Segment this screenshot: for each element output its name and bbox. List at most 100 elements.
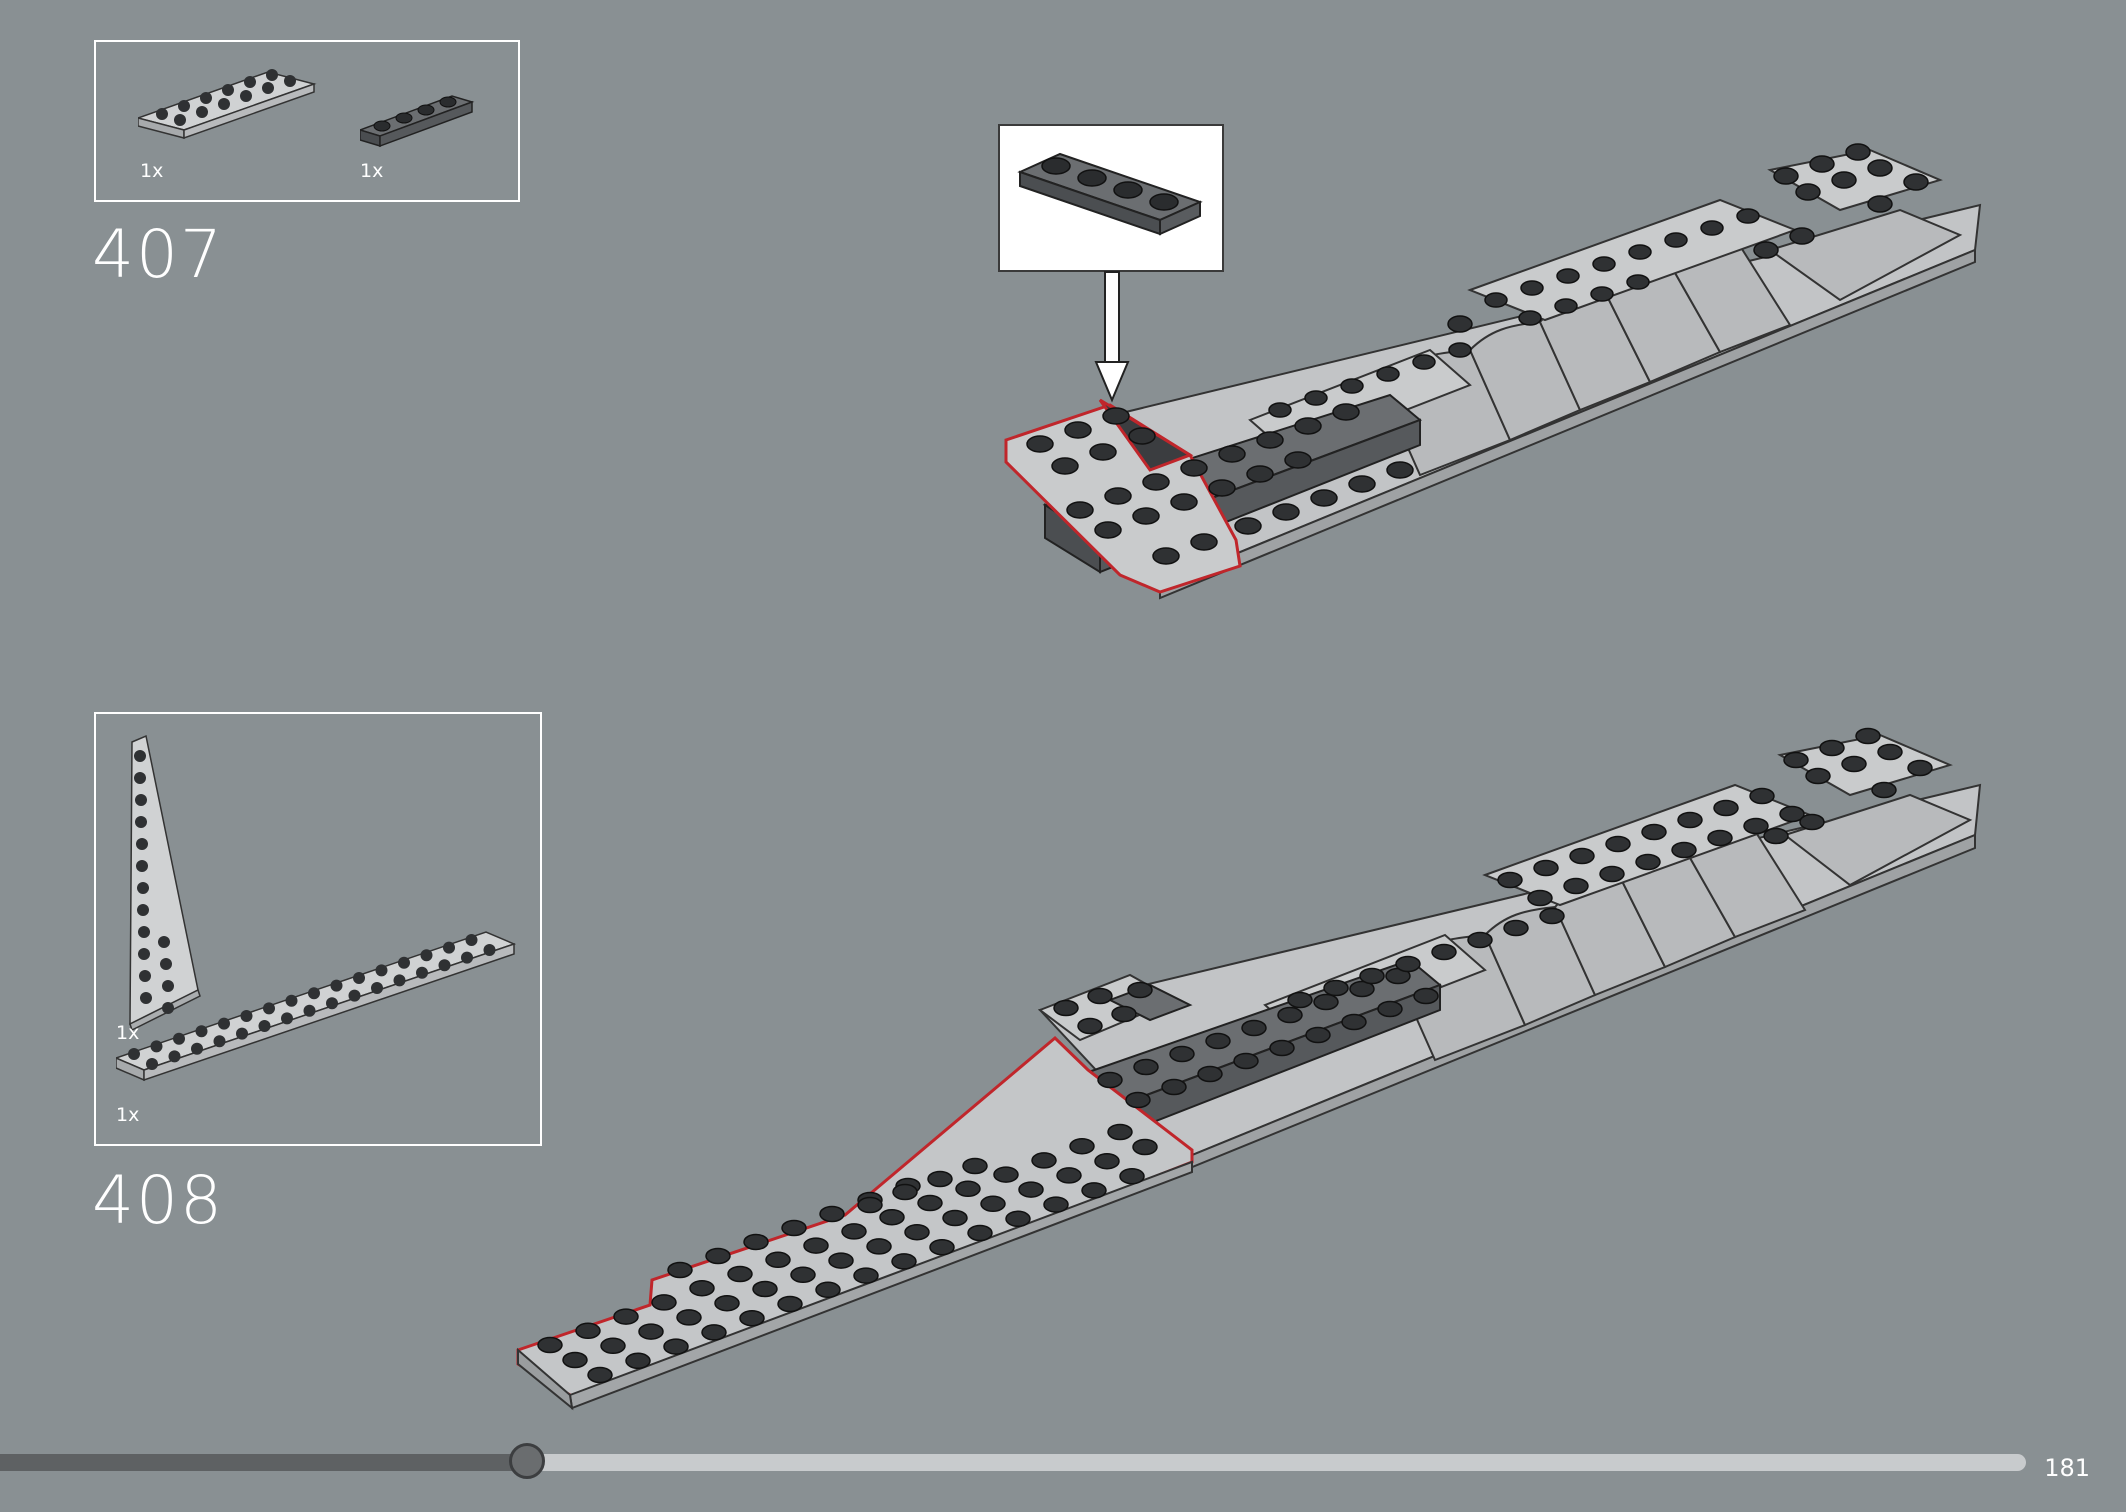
- stud: [1119, 1167, 1145, 1185]
- stud: [1395, 955, 1421, 973]
- stud: [1077, 1017, 1103, 1035]
- stud: [1132, 1138, 1158, 1156]
- stud: [465, 934, 478, 946]
- stud: [537, 1336, 563, 1354]
- stud: [1087, 987, 1113, 1005]
- part-count: 1x: [360, 160, 384, 182]
- stud: [727, 1265, 753, 1283]
- stud: [398, 956, 410, 969]
- stud: [1527, 889, 1553, 907]
- assembly-step-407: [1004, 143, 1982, 600]
- stud: [651, 1294, 677, 1311]
- placement-arrow: [1094, 271, 1130, 403]
- stud: [1043, 1196, 1069, 1213]
- stud: [1133, 1058, 1159, 1076]
- stud: [1053, 999, 1079, 1017]
- stud: [1805, 767, 1831, 785]
- stud: [955, 1180, 981, 1198]
- stud: [638, 1323, 664, 1340]
- stud: [1277, 1006, 1303, 1024]
- stud: [1431, 943, 1457, 961]
- stud: [420, 949, 433, 962]
- stud: [1269, 1039, 1295, 1057]
- stud: [1018, 1181, 1044, 1198]
- stud: [173, 1032, 185, 1045]
- stud: [443, 941, 455, 954]
- stud: [857, 1196, 883, 1214]
- stud: [752, 1280, 778, 1298]
- stud: [714, 1294, 740, 1312]
- stud: [461, 951, 473, 964]
- stud: [263, 1002, 275, 1015]
- plate-2x16-icon: [116, 931, 517, 1082]
- stud: [1111, 1005, 1137, 1023]
- stud: [815, 1281, 841, 1299]
- progress-knob[interactable]: [509, 1443, 545, 1479]
- page-number: 181: [2044, 1454, 2090, 1482]
- stud: [1707, 829, 1733, 847]
- stud: [285, 994, 298, 1007]
- stud: [150, 1040, 163, 1053]
- stud: [1907, 759, 1933, 777]
- stud: [348, 989, 361, 1002]
- stud: [1763, 827, 1789, 845]
- stud: [236, 1027, 248, 1040]
- stud: [967, 1224, 993, 1242]
- stud: [765, 1251, 791, 1269]
- assembly-step-408: [516, 727, 1982, 1411]
- stud: [1877, 743, 1903, 761]
- stud: [416, 966, 428, 979]
- stud: [393, 974, 406, 987]
- stud: [303, 1004, 316, 1017]
- stud: [308, 987, 320, 1000]
- stud: [191, 1042, 203, 1055]
- stud: [777, 1295, 803, 1313]
- stud: [1349, 980, 1375, 998]
- stud: [891, 1253, 917, 1270]
- stud: [929, 1238, 955, 1256]
- stud: [1677, 811, 1703, 829]
- stud: [128, 1048, 140, 1060]
- stud: [781, 1219, 807, 1237]
- stud: [1819, 739, 1845, 757]
- plate-1x4-dark-gray-icon: [360, 95, 475, 148]
- stud: [739, 1309, 765, 1327]
- plate-1x4-dark-gray-icon: [1017, 152, 1203, 236]
- stud: [1799, 813, 1825, 831]
- stud: [1161, 1078, 1187, 1096]
- stud: [853, 1267, 879, 1284]
- part-count: 1x: [116, 1022, 140, 1044]
- stud: [705, 1247, 731, 1265]
- stud: [1233, 1052, 1259, 1070]
- stud: [195, 1025, 208, 1038]
- stud: [1641, 823, 1667, 841]
- stud: [1323, 979, 1349, 997]
- stud: [841, 1223, 867, 1240]
- stud: [375, 964, 388, 977]
- stud: [625, 1352, 651, 1370]
- stud: [1377, 1000, 1403, 1018]
- stud: [1533, 859, 1559, 877]
- stud: [1749, 787, 1775, 805]
- part-count: 1x: [116, 1104, 140, 1126]
- stud: [1241, 1019, 1267, 1037]
- stud: [1841, 755, 1867, 773]
- stud: [1779, 805, 1805, 823]
- stud: [438, 959, 451, 972]
- stud: [1031, 1152, 1057, 1169]
- stud: [1599, 865, 1625, 883]
- stud: [1107, 1123, 1133, 1141]
- stud: [1539, 907, 1565, 925]
- stud: [1197, 1065, 1223, 1083]
- stud: [353, 972, 365, 984]
- step-number: 407: [92, 216, 224, 293]
- stud: [281, 1012, 293, 1025]
- stud: [927, 1170, 953, 1188]
- stud: [1605, 835, 1631, 853]
- stud: [962, 1157, 988, 1175]
- stud: [213, 1035, 226, 1048]
- stud: [1713, 799, 1739, 817]
- stud: [917, 1194, 943, 1212]
- stud: [980, 1195, 1006, 1213]
